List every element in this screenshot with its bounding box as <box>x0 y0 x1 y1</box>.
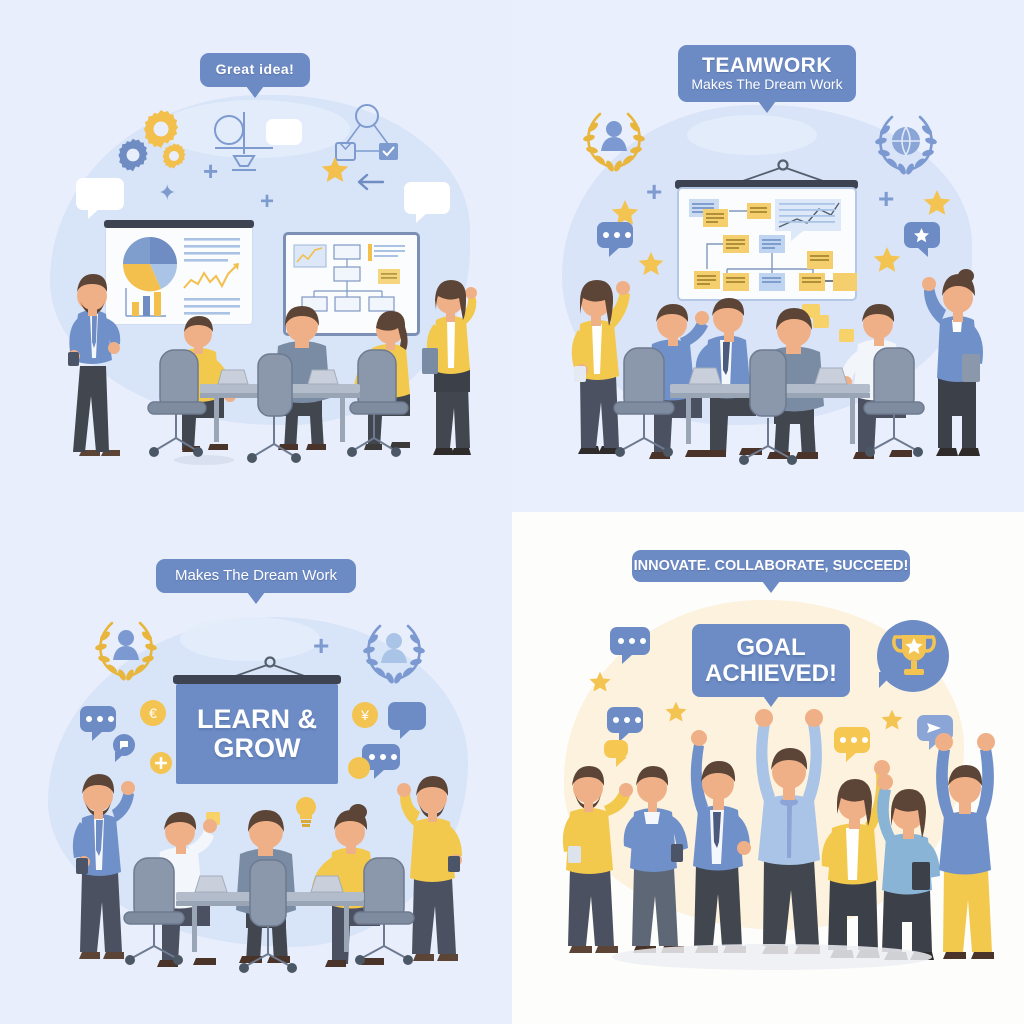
laurel-wreath-blue-with-globe-icon <box>875 115 937 175</box>
screen-text-line-1: LEARN & <box>197 704 317 735</box>
star-icon-yellow-3 <box>881 709 903 730</box>
gear-icon-yellow-small <box>162 143 186 169</box>
speech-bubble-blue-lines <box>388 702 426 739</box>
euro-coin-icon: € <box>140 700 166 726</box>
star-icon-yellow <box>638 251 664 276</box>
speech-banner-top-left: Great idea! <box>200 53 310 98</box>
panel-bottom-right: GOAL ACHIEVED! <box>512 512 1024 1024</box>
network-diagram-icon <box>335 104 398 161</box>
speech-bubble-blue-star <box>904 222 940 257</box>
gear-icon-yellow-large <box>144 110 179 148</box>
plus-coin-icon <box>150 752 172 774</box>
hanging-flowchart-screen <box>679 189 857 299</box>
svg-text:€: € <box>149 705 157 721</box>
speech-bubble-white-left <box>76 178 124 219</box>
banner-line-2: Makes The Dream Work <box>691 76 843 93</box>
board-top-bar <box>675 180 858 189</box>
line-chart <box>183 263 239 289</box>
speech-bubble-blue-dots-lower <box>607 707 643 742</box>
yellow-sticky-note <box>378 269 400 284</box>
speech-bubble-blue-dots <box>597 222 633 257</box>
banner-line-1: TEAMWORK <box>702 53 832 77</box>
standing-female-lightblue-sweater-tablet <box>877 774 940 960</box>
board-top-bar <box>173 675 341 684</box>
speech-bubble-blue-dots-upper <box>610 627 650 664</box>
speech-bubble-white-center <box>266 119 302 145</box>
plus-icon: + <box>203 156 219 186</box>
bar-chart <box>125 288 166 317</box>
screen-hanger <box>739 159 827 183</box>
star-icon-yellow <box>321 157 349 182</box>
background-blob-light <box>687 115 817 155</box>
cheering-female-yellow-cardigan-arm-up <box>821 760 890 958</box>
star-icon-yellow-1 <box>589 671 611 692</box>
standing-male-blue-shirt-tie <box>72 774 135 959</box>
screen-text-line-2: GROW <box>213 733 301 763</box>
banner-line-1: Makes The Dream Work <box>175 566 337 584</box>
standing-female-blue-sweater-tablet-waving <box>922 269 983 456</box>
sticky-note-floating <box>813 315 829 328</box>
chart-presentation-board <box>106 224 252 324</box>
speech-bubble-white-right <box>404 182 450 223</box>
trophy-badge-icon <box>877 620 949 692</box>
line-chart-callout <box>775 199 841 241</box>
star-icon-yellow <box>923 190 951 215</box>
standing-presenter-male-blue-shirt <box>68 274 121 456</box>
checklist-note <box>368 244 405 261</box>
learn-and-grow-screen: LEARN & GROW <box>176 684 338 784</box>
laurel-wreath-gold-with-user-icon <box>583 112 645 172</box>
speech-banner-bottom-right: INNOVATE. COLLABORATE, SUCCEED! <box>632 550 910 593</box>
chat-badge-icon <box>113 734 135 762</box>
ground-shadow <box>612 944 932 970</box>
star-icon-yellow <box>873 247 901 272</box>
plus-icon: + <box>878 183 895 214</box>
panel-top-right: + + <box>512 0 1024 512</box>
cheering-male-blue-shirt-yellow-trousers <box>935 733 995 959</box>
standing-male-yellow-sweater-beard-cup <box>562 766 633 953</box>
lamp-icon <box>214 112 273 171</box>
plus-icon: + <box>260 188 275 215</box>
sticky-note-floating <box>839 329 854 342</box>
star-icon-yellow-2 <box>665 701 687 722</box>
standing-female-yellow-cardigan-waving <box>571 280 630 454</box>
gear-icon-blue <box>118 138 148 172</box>
plus-icon: + <box>313 630 330 661</box>
panel-top-left: + + ✦ <box>0 0 512 512</box>
speech-banner-bottom-left: Makes The Dream Work <box>156 559 356 604</box>
speech-bubble-blue-dots-left <box>80 706 116 741</box>
text-lines-top <box>184 238 240 262</box>
banner-line-1: Great idea! <box>215 61 295 78</box>
speech-bubble-yellow-dots <box>834 727 870 762</box>
panel-bottom-left: + LEARN & GROW € <box>0 512 512 1024</box>
standing-male-yellow-sweater-beard <box>397 776 462 961</box>
cheering-male-blue-blazer-arm-up <box>690 730 751 953</box>
callout-text-line-2: ACHIEVED! <box>704 659 837 687</box>
conference-table-and-chairs <box>613 347 925 465</box>
speech-bubble-yellow-small <box>604 740 628 767</box>
laurel-wreath-blue-with-user-icon <box>363 624 425 684</box>
sticky-note-flowchart <box>689 199 857 291</box>
speech-banner-top-right: TEAMWORK Makes The Dream Work <box>678 45 856 113</box>
text-lines-bottom <box>184 298 240 315</box>
board-top-bar <box>104 220 254 228</box>
goal-achieved-callout: GOAL ACHIEVED! <box>692 624 850 707</box>
pie-chart <box>122 237 178 292</box>
standing-male-blue-sweater-phone <box>623 766 688 953</box>
conference-table-and-chairs <box>147 349 409 463</box>
star-icon-yellow <box>611 200 639 225</box>
laurel-wreath-gold-with-presenter-icon <box>95 621 157 681</box>
standing-female-yellow-cardigan-tablet <box>422 280 477 455</box>
lightbulb-icon <box>296 797 316 827</box>
plus-icon: + <box>646 176 663 207</box>
sparkle-icon: ✦ <box>158 180 177 205</box>
arrow-left-icon <box>357 173 385 191</box>
coin-icon <box>348 757 370 779</box>
banner-line-1: INNOVATE. COLLABORATE, SUCCEED! <box>633 557 909 574</box>
svg-text:¥: ¥ <box>360 707 369 723</box>
yen-coin-icon: ¥ <box>352 702 378 728</box>
conference-table-and-chairs <box>123 857 415 973</box>
background-blob-light <box>180 617 320 661</box>
callout-text-line-1: GOAL <box>736 634 806 662</box>
